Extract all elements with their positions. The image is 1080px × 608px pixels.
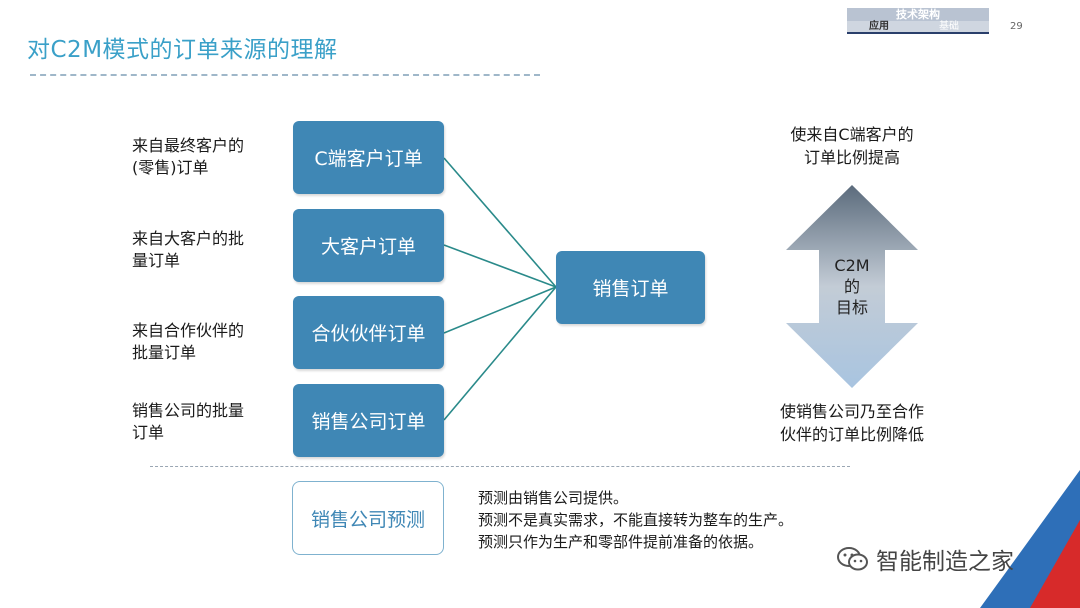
source-label-line: 来自最终客户的 <box>132 136 245 155</box>
forecast-notes: 预测由销售公司提供。 预测不是真实需求，不能直接转为整车的生产。 预测只作为生产… <box>478 487 793 553</box>
watermark: 智能制造之家 <box>836 542 1014 576</box>
source-label-line: 量订单 <box>132 251 181 270</box>
box-sales-order[interactable]: 销售订单 <box>556 251 705 324</box>
goal-bottom-text: 使销售公司乃至合作 伙伴的订单比例降低 <box>757 400 947 446</box>
source-label-line: (零售)订单 <box>132 158 209 177</box>
goal-top-line: 使来自C端客户的 <box>790 125 914 144</box>
page-title: 对C2M模式的订单来源的理解 <box>27 37 338 63</box>
box-c-customer-order[interactable]: C端客户订单 <box>293 121 444 194</box>
arrow-label-line: 目标 <box>835 298 868 317</box>
double-arrow-shape <box>786 185 918 388</box>
corner-red-shape <box>1030 520 1080 608</box>
note-line: 预测由销售公司提供。 <box>478 489 629 507</box>
note-line: 预测只作为生产和零部件提前准备的依据。 <box>478 533 764 551</box>
nav-item-app[interactable]: 应用 <box>869 21 889 32</box>
header-nav: 技术架构 应用 基础 <box>847 8 989 34</box>
goal-bottom-line: 伙伴的订单比例降低 <box>779 425 924 444</box>
source-label-key-account: 来自大客户的批 量订单 <box>132 228 244 272</box>
connector-line <box>443 157 557 288</box>
box-key-account-order[interactable]: 大客户订单 <box>293 209 444 282</box>
connector-line <box>443 286 557 421</box>
source-label-line: 订单 <box>132 423 165 442</box>
arrow-label-line: C2M <box>834 256 870 275</box>
source-label-sales-company: 销售公司的批量 订单 <box>132 400 244 444</box>
title-divider <box>30 74 540 76</box>
arrow-label: C2M 的 目标 <box>812 255 892 318</box>
section-divider <box>150 466 850 467</box>
box-sales-forecast[interactable]: 销售公司预测 <box>292 481 444 555</box>
nav-top-label[interactable]: 技术架构 <box>847 8 989 21</box>
source-label-line: 批量订单 <box>132 343 197 362</box>
goal-top-text: 使来自C端客户的 订单比例提高 <box>757 123 947 169</box>
source-label-line: 销售公司的批量 <box>132 401 245 420</box>
wechat-icon <box>837 547 868 571</box>
box-sales-company-order[interactable]: 销售公司订单 <box>293 384 444 457</box>
watermark-text: 智能制造之家 <box>876 549 1014 575</box>
source-label-partner: 来自合作伙伴的 批量订单 <box>132 320 244 364</box>
connector-line <box>443 244 557 288</box>
arrow-label-line: 的 <box>843 277 860 296</box>
page-number: 29 <box>1010 21 1023 32</box>
goal-bottom-line: 使销售公司乃至合作 <box>779 402 924 421</box>
goal-top-line: 订单比例提高 <box>803 148 900 167</box>
nav-bottom-row: 应用 基础 <box>847 21 989 33</box>
source-label-line: 来自大客户的批 <box>132 229 245 248</box>
box-partner-order[interactable]: 合伙伙伴订单 <box>293 296 444 369</box>
nav-item-base[interactable]: 基础 <box>939 21 959 32</box>
source-label-line: 来自合作伙伴的 <box>132 321 245 340</box>
connector-line <box>443 286 557 334</box>
note-line: 预测不是真实需求，不能直接转为整车的生产。 <box>478 511 794 529</box>
nav-rule <box>847 32 989 34</box>
source-label-retail: 来自最终客户的 (零售)订单 <box>132 135 244 179</box>
